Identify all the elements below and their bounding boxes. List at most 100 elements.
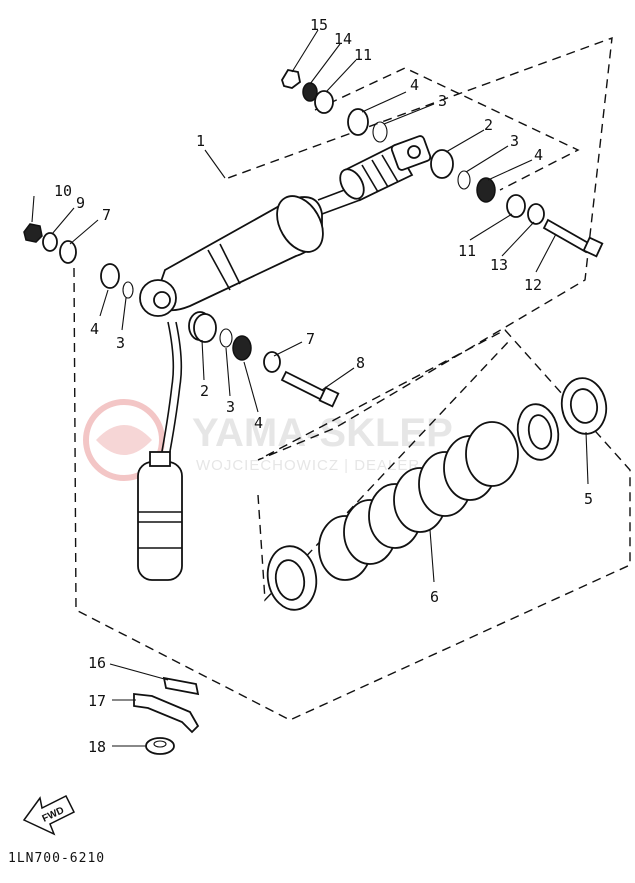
watermark-logo-icon	[83, 399, 165, 481]
washer-9	[42, 232, 58, 252]
leader-lines	[31, 29, 589, 747]
callout-3-lower: 3	[226, 398, 235, 416]
washer-14	[302, 82, 318, 102]
hose-outer-b	[167, 321, 183, 463]
callout-6: 6	[430, 588, 439, 606]
adjuster-ring-5-inner	[569, 388, 599, 424]
callout-14: 14	[334, 30, 352, 48]
bolt-12-head	[582, 236, 604, 258]
spring-assembly	[266, 377, 608, 611]
shock-ring-a	[207, 249, 231, 291]
washer-7-left	[59, 240, 77, 264]
grommet-18-hole	[153, 740, 167, 748]
ring-3-lower	[219, 328, 233, 348]
leader-5	[585, 431, 589, 485]
leader-13	[501, 221, 535, 257]
callout-8: 8	[356, 354, 365, 372]
upper-mount-cap	[339, 168, 365, 200]
callout-11-upper: 11	[354, 46, 372, 64]
callout-4-lower: 4	[254, 414, 263, 432]
spring-seat-upper-inner	[527, 414, 553, 450]
callout-labels: 1 2 2 3 3 3 3 4 4 4 4 5 6 7 7 8 9 10 11 …	[54, 16, 593, 756]
callout-3-left: 3	[116, 334, 125, 352]
leader-14	[309, 43, 341, 85]
leader-4-right	[487, 159, 533, 181]
leader-4-lower	[243, 361, 259, 413]
callout-10: 10	[54, 182, 72, 200]
lower-eye-hole	[153, 291, 171, 309]
callout-13: 13	[490, 256, 508, 274]
washer-13	[527, 203, 545, 225]
leader-2-lower	[201, 339, 205, 381]
leader-3-left	[121, 297, 127, 331]
leader-3-right	[465, 145, 509, 173]
washer-11-upper	[314, 90, 334, 114]
callout-11-right: 11	[458, 242, 476, 260]
upper-clevis-hole	[407, 145, 421, 159]
assembly-boundaries	[73, 36, 631, 721]
callout-2-upper: 2	[484, 116, 493, 134]
callout-7-lower: 7	[306, 330, 315, 348]
callout-3-upper: 3	[438, 92, 447, 110]
reservoir-bands	[138, 511, 182, 549]
callout-4-right: 4	[534, 146, 543, 164]
callout-16: 16	[88, 654, 106, 672]
ring-3-upper	[372, 121, 388, 143]
collar-4-lower	[232, 335, 252, 361]
callout-17: 17	[88, 692, 106, 710]
leader-8	[321, 367, 355, 391]
nut-10	[23, 223, 43, 243]
shock-ring-b	[219, 243, 241, 285]
ring-3-left	[122, 281, 134, 299]
leader-12	[535, 233, 557, 273]
callout-1: 1	[196, 132, 205, 150]
leader-16	[109, 663, 169, 681]
leader-3-lower	[225, 347, 231, 397]
callout-7-left: 7	[102, 206, 111, 224]
leader-15	[291, 29, 319, 73]
upper-mount-ribs	[361, 154, 399, 193]
main-boundary	[73, 36, 631, 721]
leader-1	[204, 149, 226, 179]
callout-4-left: 4	[90, 320, 99, 338]
leader-9	[51, 207, 75, 235]
leader-10	[31, 195, 35, 223]
spring-seat-lower-inner	[274, 559, 306, 601]
leader-7-left	[69, 219, 99, 245]
spring-boundary	[257, 339, 511, 602]
collar-4-upper	[347, 108, 369, 136]
leader-6	[429, 529, 435, 583]
leader-11-right	[469, 213, 513, 241]
collar-4-left	[100, 263, 120, 289]
spring-coil-7	[465, 421, 519, 487]
leader-4-left	[99, 289, 109, 317]
clamp-17	[133, 692, 200, 734]
washer-11-right	[506, 194, 526, 218]
hose-outer-a	[159, 321, 175, 463]
bolt-8-head	[318, 386, 340, 408]
leader-7-lower	[273, 341, 303, 357]
watermark: YAMA-SKLEP WOJCIECHOWICZ | DEALER YAMAHA	[83, 399, 492, 481]
callout-15: 15	[310, 16, 328, 34]
leader-11-upper	[325, 59, 357, 93]
callout-4-upper: 4	[410, 76, 419, 94]
leader-2-upper	[445, 129, 485, 153]
watermark-logo-shape	[96, 425, 152, 455]
ring-3-right	[457, 170, 471, 190]
bolt-8-shank	[280, 370, 328, 402]
hardware	[23, 68, 604, 408]
callout-9: 9	[76, 194, 85, 212]
band-16	[162, 676, 200, 696]
spring-6	[318, 421, 519, 581]
shock-body-end	[276, 195, 324, 253]
upper-mount-boundary	[314, 67, 580, 191]
diagram-code: 1LN700-6210	[8, 851, 105, 866]
collar-4-right	[476, 177, 496, 203]
piston-rod-bottom	[321, 199, 361, 215]
fwd-arrow-icon	[22, 794, 76, 836]
watermark-title: YAMA-SKLEP	[192, 411, 453, 455]
reservoir-assembly	[137, 321, 183, 581]
callout-18: 18	[88, 738, 106, 756]
